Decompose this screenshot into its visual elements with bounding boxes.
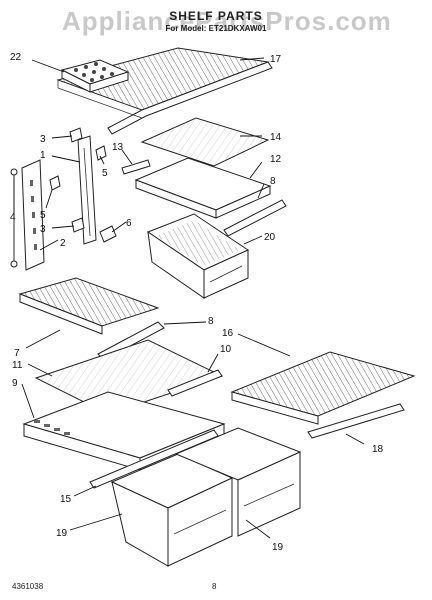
callout-13: 13 [112, 142, 124, 153]
callout-8a: 8 [270, 176, 276, 187]
callout-10: 10 [220, 344, 232, 355]
crisper-drawer-19-left [110, 453, 234, 567]
trim-10 [167, 369, 223, 397]
crisper-drawer-19-right [174, 427, 302, 537]
shelf-rail-1 [10, 127, 117, 271]
callout-20: 20 [264, 232, 276, 243]
trim-18 [307, 403, 405, 439]
callout-6: 6 [126, 218, 132, 229]
callout-16: 16 [222, 328, 234, 339]
callout-22: 22 [10, 52, 22, 63]
callout-5b: 5 [40, 210, 46, 221]
callout-14: 14 [270, 132, 282, 143]
shelf-frame-12 [134, 157, 272, 219]
leader-lines [13, 57, 365, 539]
callout-11: 11 [12, 360, 23, 371]
callout-4: 4 [10, 212, 16, 223]
model-subtitle: For Model: ET21DKXAW01 [165, 24, 267, 33]
callout-8b: 8 [208, 316, 214, 327]
trim-8-top [223, 199, 287, 237]
doc-number: 4361038 [12, 582, 44, 591]
egg-tray-22 [60, 59, 130, 93]
page-number: 8 [212, 582, 217, 591]
callout-18: 18 [372, 444, 384, 455]
callout-9: 9 [12, 378, 18, 389]
callout-19b: 19 [272, 542, 284, 553]
callout-3a: 3 [40, 134, 46, 145]
callout-15: 15 [60, 494, 72, 505]
wire-shelf-17 [56, 47, 273, 135]
callout-12: 12 [270, 154, 282, 165]
watermark: AppliancePartsPros.com [62, 6, 392, 36]
meat-pan-20 [146, 213, 250, 299]
glass-shelf-14 [140, 117, 270, 167]
diagram-title: SHELF PARTS [169, 9, 263, 23]
callout-5a: 5 [102, 168, 108, 179]
callout-1: 1 [40, 150, 46, 161]
callout-7: 7 [14, 348, 20, 359]
callout-17: 17 [270, 54, 282, 65]
callout-labels: 22 17 3 14 1 13 12 5 8 4 6 5 20 3 2 8 7 … [10, 52, 384, 553]
callout-2: 2 [60, 238, 66, 249]
wire-shelf-16 [230, 351, 416, 425]
callout-19a: 19 [56, 528, 68, 539]
callout-3b: 3 [40, 224, 46, 235]
trim-13 [121, 159, 151, 175]
wire-shelf-7 [18, 277, 160, 335]
